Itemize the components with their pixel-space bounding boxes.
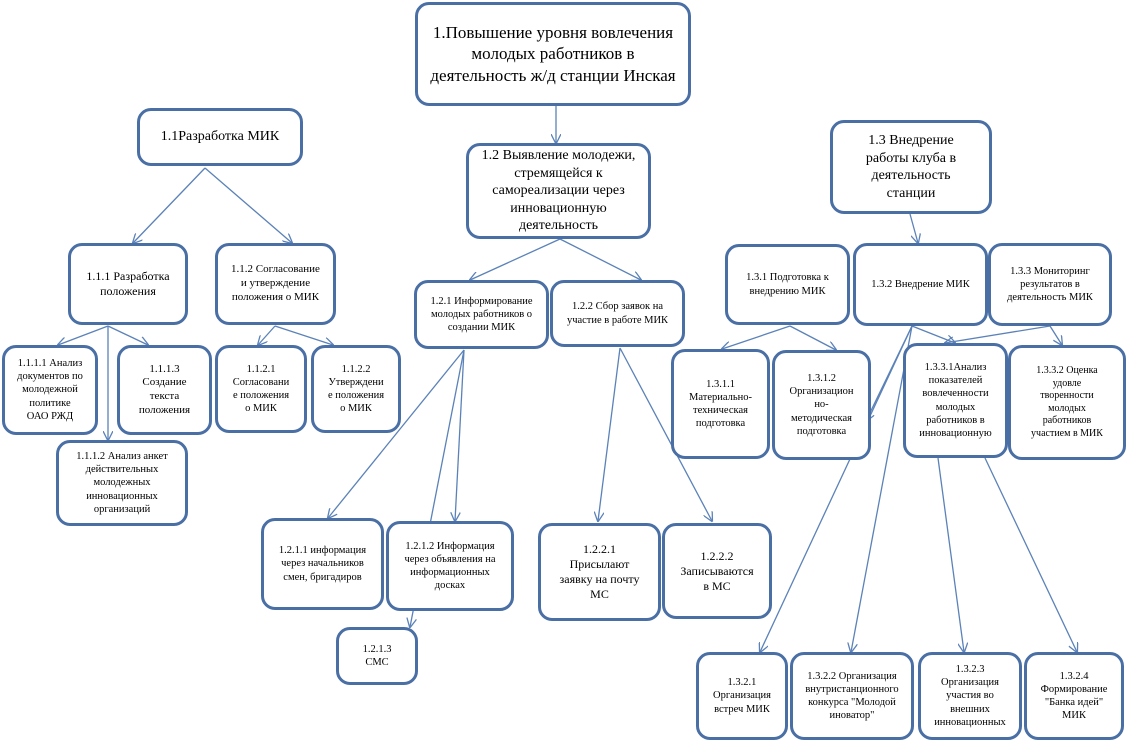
node-1-2-1-1-label: 1.2.1.1 информация через начальников сме… (278, 545, 367, 583)
node-1-3-1-2: 1.3.1.2 Организацион но- методическая по… (772, 350, 871, 460)
node-1-2-label: 1.2 Выявление молодежи, стремящейся к са… (481, 148, 636, 234)
node-1-1-2-1: 1.1.2.1 Согласовани е положения о МИК (215, 345, 307, 433)
connector-arrow (133, 167, 206, 243)
node-1-3-1-2-label: 1.3.1.2 Организацион но- методическая по… (789, 373, 854, 437)
node-1-3-3-2-label: 1.3.3.2 Оценка удовле творенности молоды… (1031, 365, 1103, 439)
node-1-2-2: 1.2.2 Сбор заявок на участие в работе МИ… (550, 280, 685, 347)
connector-arrow (328, 349, 465, 518)
node-1-1-1-2-label: 1.1.1.2 Анализ анкет действительных моло… (76, 451, 168, 515)
node-1-3-3-1-label: 1.3.3.1Анализ показателей вовлеченности … (919, 362, 992, 439)
node-1-3-2-1: 1.3.2.1 Организация встреч МИК (696, 652, 788, 740)
node-1-label: 1.Повышение уровня вовлечения молодых ра… (430, 23, 676, 85)
node-1-3-2: 1.3.2 Внедрение МИК (853, 243, 988, 326)
node-1-1-1: 1.1.1 Разработка положения (68, 243, 188, 325)
node-1-3-1-1: 1.3.1.1 Материально- техническая подгото… (671, 349, 770, 459)
connector-arrow (470, 238, 561, 280)
connector-arrow (945, 325, 1051, 343)
connector-arrow (598, 347, 621, 521)
node-1-3-3: 1.3.3 Мониторинг результатов в деятельно… (988, 243, 1112, 326)
node-1-1-1-1-label: 1.1.1.1 Анализ документов по молодежной … (17, 358, 83, 422)
node-1-3-3-label: 1.3.3 Мониторинг результатов в деятельно… (1007, 265, 1093, 304)
connector-arrow (274, 325, 333, 345)
node-1-2-2-2: 1.2.2.2 Записываются в МС (662, 523, 772, 619)
node-1-3-1: 1.3.1 Подготовка к внедрению МИК (725, 244, 850, 325)
node-1-2-2-label: 1.2.2 Сбор заявок на участие в работе МИ… (566, 301, 669, 326)
node-1-2-1-2: 1.2.1.2 Информация через объявления на и… (386, 521, 514, 611)
node-1-1-label: 1.1Разработка МИК (160, 129, 280, 145)
node-1-3-2-1-label: 1.3.2.1 Организация встреч МИК (713, 677, 771, 715)
node-1-2-1-1: 1.2.1.1 информация через начальников сме… (261, 518, 384, 610)
node-1-1-2-1-label: 1.1.2.1 Согласовани е положения о МИК (232, 363, 290, 415)
node-1-1-2-2-label: 1.1.2.2 Утверждени е положения о МИК (327, 363, 385, 415)
node-1: 1.Повышение уровня вовлечения молодых ра… (415, 2, 691, 106)
node-1-3-2-3: 1.3.2.3 Организация участия во внешних и… (918, 652, 1022, 740)
connector-arrow (911, 325, 955, 343)
connector-arrow (851, 325, 913, 652)
connector-arrow (937, 457, 964, 652)
connector-arrow (1049, 325, 1062, 345)
node-1-1-1-2: 1.1.1.2 Анализ анкет действительных моло… (56, 440, 188, 526)
node-1-2-2-1-label: 1.2.2.1 Присылают заявку на почту МС (559, 542, 640, 601)
connector-arrow (760, 325, 913, 652)
node-1-3-1-1-label: 1.3.1.1 Материально- техническая подгото… (689, 378, 752, 430)
node-1-1-1-3-label: 1.1.1.3 Создание текста положения (138, 362, 191, 416)
connector-arrow (619, 347, 712, 521)
node-1-3-3-2: 1.3.3.2 Оценка удовле творенности молоды… (1008, 345, 1126, 460)
node-1-2-1: 1.2.1 Информирование молодых работников … (414, 280, 549, 349)
node-1-1-2: 1.1.2 Согласование и утверждение положен… (215, 243, 336, 325)
connector-arrow (107, 325, 148, 345)
connector-arrow (455, 349, 465, 521)
connector-arrow (258, 325, 276, 345)
node-1-3-2-3-label: 1.3.2.3 Организация участия во внешних и… (934, 664, 1006, 728)
node-1-2-1-3: 1.2.1.3 СМС (336, 627, 418, 685)
node-1-3-2-2-label: 1.3.2.2 Организация внутристанционного к… (805, 670, 899, 722)
node-1-1-2-2: 1.1.2.2 Утверждени е положения о МИК (311, 345, 401, 433)
connector-arrow (58, 325, 109, 345)
connector-arrow (559, 238, 641, 280)
node-1-3-2-4: 1.3.2.4 Формирование "Банка идей" МИК (1024, 652, 1124, 740)
node-1-2-2-2-label: 1.2.2.2 Записываются в МС (680, 548, 754, 593)
connector-arrow (204, 167, 292, 243)
connector-arrow (909, 213, 918, 243)
node-1-2: 1.2 Выявление молодежи, стремящейся к са… (466, 143, 651, 239)
node-1-2-1-3-label: 1.2.1.3 СМС (362, 643, 392, 668)
node-1-1: 1.1Разработка МИК (137, 108, 303, 166)
node-1-2-1-2-label: 1.2.1.2 Информация через объявления на и… (404, 540, 496, 592)
node-1-1-1-label: 1.1.1 Разработка положения (86, 269, 170, 298)
node-1-1-1-3: 1.1.1.3 Создание текста положения (117, 345, 212, 435)
node-1-3: 1.3 Внедрение работы клуба в деятельност… (830, 120, 992, 214)
node-1-3-label: 1.3 Внедрение работы клуба в деятельност… (865, 133, 957, 201)
connector-arrow (789, 325, 836, 350)
node-1-2-1-label: 1.2.1 Информирование молодых работников … (430, 295, 533, 334)
node-1-1-1-1: 1.1.1.1 Анализ документов по молодежной … (2, 345, 98, 435)
connector-arrow (984, 457, 1077, 652)
node-1-3-2-label: 1.3.2 Внедрение МИК (871, 278, 970, 290)
node-1-1-2-label: 1.1.2 Согласование и утверждение положен… (231, 263, 320, 303)
node-1-3-3-1: 1.3.3.1Анализ показателей вовлеченности … (903, 343, 1008, 458)
node-1-3-1-label: 1.3.1 Подготовка к внедрению МИК (746, 272, 829, 297)
node-1-3-2-2: 1.3.2.2 Организация внутристанционного к… (790, 652, 914, 740)
connector-arrow (722, 325, 791, 349)
node-1-3-2-4-label: 1.3.2.4 Формирование "Банка идей" МИК (1040, 670, 1108, 722)
node-1-2-2-1: 1.2.2.1 Присылают заявку на почту МС (538, 523, 661, 621)
